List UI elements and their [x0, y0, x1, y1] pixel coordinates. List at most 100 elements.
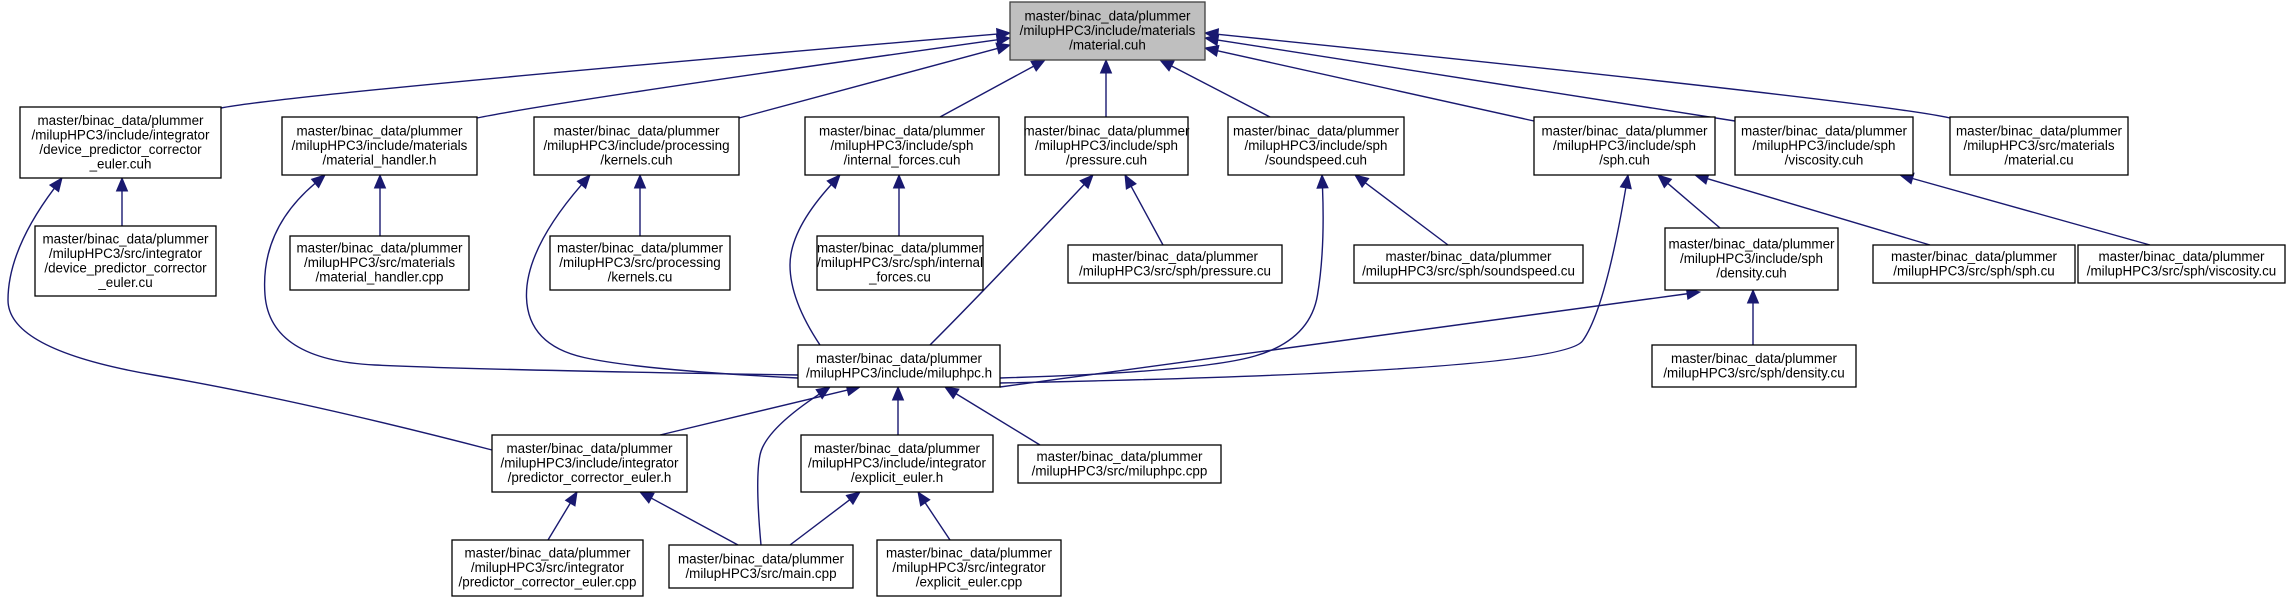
edge-line — [1364, 182, 1449, 246]
include-edge — [1657, 174, 1721, 229]
file-node[interactable]: master/binac_data/plummer/milupHPC3/incl… — [1227, 116, 1405, 176]
file-node[interactable]: master/binac_data/plummer/milupHPC3/src/… — [1651, 344, 1857, 388]
node-label-line: /milupHPC3/src/sph/density.cu — [1663, 365, 1844, 380]
file-node[interactable]: master/binac_data/plummer/milupHPC3/src/… — [549, 235, 731, 291]
arrow-head-icon — [943, 386, 960, 400]
file-node[interactable]: master/binac_data/plummer/milupHPC3/incl… — [1734, 116, 1914, 176]
edge-line — [651, 497, 739, 546]
file-node[interactable]: master/binac_data/plummer/milupHPC3/incl… — [491, 434, 688, 493]
arrow-head-icon — [1099, 58, 1113, 74]
arrow-head-icon — [995, 33, 1012, 47]
arrow-head-icon — [1746, 288, 1760, 304]
node-label-line: /milupHPC3/include/sph — [831, 138, 974, 153]
file-node[interactable]: master/binac_data/plummer/milupHPC3/src/… — [2077, 244, 2286, 284]
edge-line — [1912, 177, 2151, 246]
node-label-line: /kernels.cu — [608, 270, 673, 285]
node-label-line: master/binac_data/plummer — [1891, 249, 2058, 264]
include-edge — [263, 174, 799, 376]
edge-line — [1707, 178, 1931, 246]
include-edge — [638, 491, 739, 546]
arrow-head-icon — [1657, 174, 1673, 189]
file-node[interactable]: master/binac_data/plummer/milupHPC3/src/… — [1872, 244, 2076, 284]
edge-line — [924, 502, 951, 541]
arrow-head-icon — [48, 176, 63, 193]
arrow-head-icon — [1124, 173, 1137, 190]
include-edge — [1158, 59, 1271, 118]
file-node[interactable]: master/binac_data/plummer/milupHPC3/src/… — [1353, 244, 1584, 284]
node-label-line: /explicit_euler.cpp — [916, 575, 1022, 590]
node-label-line: /milupHPC3/src/main.cpp — [685, 566, 836, 581]
node-box — [800, 434, 994, 493]
include-edge — [1124, 173, 1164, 246]
file-node[interactable]: master/binac_data/plummer/milupHPC3/src/… — [876, 539, 1062, 597]
file-node[interactable]: master/binac_data/plummer/milupHPC3/src/… — [289, 235, 470, 291]
file-node[interactable]: master/binac_data/plummer/milupHPC3/src/… — [1067, 244, 1283, 284]
include-edge — [7, 176, 493, 451]
edge-line — [999, 293, 1688, 388]
include-edge — [891, 385, 905, 435]
edge-line — [738, 47, 998, 119]
node-label-line: master/binac_data/plummer — [1037, 449, 1204, 464]
edge-line — [955, 393, 1041, 446]
include-edge — [115, 176, 129, 226]
node-label-line: master/binac_data/plummer — [817, 241, 984, 256]
file-node[interactable]: master/binac_data/plummer/milupHPC3/incl… — [19, 106, 222, 179]
node-label-line: /milupHPC3/src/sph/soundspeed.cu — [1362, 263, 1575, 278]
file-node[interactable]: master/binac_data/plummer/milupHPC3/incl… — [804, 116, 1000, 176]
node-label-line: /device_predictor_corrector — [39, 142, 202, 157]
file-node[interactable]: master/binac_data/plummer/milupHPC3/src/… — [1949, 116, 2129, 176]
node-label-line: master/binac_data/plummer — [1956, 124, 2123, 139]
include-edge — [1203, 33, 1736, 122]
node-label-line: /explicit_euler.h — [851, 470, 943, 485]
file-node[interactable]: master/binac_data/plummer/milupHPC3/incl… — [533, 116, 740, 176]
node-label-line: _euler.cu — [97, 275, 152, 290]
node-label-line: /milupHPC3/src/integrator — [49, 246, 203, 261]
file-node[interactable]: master/binac_data/plummer/milupHPC3/src/… — [668, 544, 854, 589]
include-edge — [633, 173, 647, 236]
arrow-head-icon — [845, 491, 862, 506]
node-label-line: _forces.cu — [868, 270, 931, 285]
node-box — [1067, 244, 1283, 284]
node-label-line: master/binac_data/plummer — [465, 546, 632, 561]
node-label-line: /milupHPC3/src/integrator — [471, 560, 625, 575]
file-node[interactable]: master/binac_data/plummer/milupHPC3/incl… — [1664, 227, 1839, 291]
node-box — [19, 106, 222, 179]
node-label-line: /device_predictor_corrector — [44, 260, 207, 275]
node-label-line: /milupHPC3/src/integrator — [892, 560, 1046, 575]
node-label-line: /kernels.cuh — [600, 153, 672, 168]
file-node[interactable]: master/binac_data/plummer/milupHPC3/incl… — [797, 344, 1001, 388]
node-label-line: /milupHPC3/src/processing — [559, 255, 721, 270]
include-edge — [939, 59, 1047, 118]
file-node[interactable]: master/binac_data/plummer/milupHPC3/incl… — [1533, 116, 1716, 176]
file-node[interactable]: master/binac_data/plummer/milupHPC3/incl… — [800, 434, 994, 493]
file-node[interactable]: master/binac_data/plummer/milupHPC3/src/… — [816, 235, 984, 291]
node-box — [1949, 116, 2129, 176]
node-box — [549, 235, 731, 291]
node-box — [1664, 227, 1839, 291]
arrow-head-icon — [815, 386, 832, 400]
node-box — [281, 116, 478, 176]
file-node[interactable]: master/binac_data/plummer/milupHPC3/incl… — [281, 116, 478, 176]
edge-line — [220, 33, 998, 109]
edge-line — [476, 39, 998, 119]
file-node[interactable]: master/binac_data/plummer/milupHPC3/src/… — [451, 539, 644, 597]
node-label-line: /milupHPC3/include/materials — [292, 138, 468, 153]
file-node[interactable]: master/binac_data/plummer/milupHPC3/incl… — [1024, 116, 1191, 176]
node-label-line: /milupHPC3/src/materials — [304, 255, 455, 270]
include-edge — [476, 33, 1012, 119]
node-label-line: /milupHPC3/include/integrator — [501, 456, 679, 471]
file-node[interactable]: master/binac_data/plummer/milupHPC3/src/… — [34, 225, 217, 297]
include-edge — [525, 174, 799, 379]
arrow-head-icon — [564, 490, 578, 507]
node-box — [451, 539, 644, 597]
node-box — [797, 344, 1001, 388]
node-label-line: /density.cuh — [1716, 266, 1786, 281]
node-label-line: /material_handler.h — [323, 153, 437, 168]
arrow-head-icon — [995, 42, 1012, 55]
node-label-line: /milupHPC3/include/sph — [1035, 138, 1178, 153]
file-node[interactable]: master/binac_data/plummer/milupHPC3/src/… — [1017, 444, 1222, 484]
node-label-line: /milupHPC3/include/miluphpc.h — [806, 365, 992, 380]
include-edge — [220, 27, 1012, 109]
include-edge — [943, 386, 1041, 446]
arrow-head-icon — [1353, 174, 1370, 189]
